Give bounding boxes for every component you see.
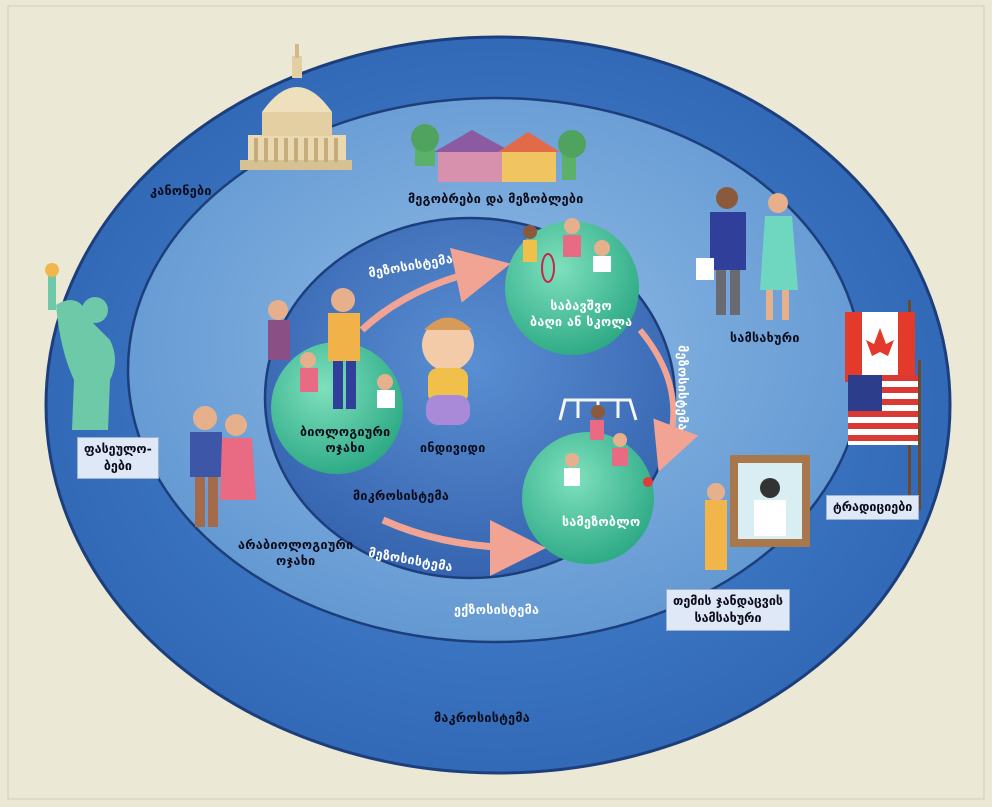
extended-family-line1: არაბიოლოგიური — [238, 537, 354, 552]
capitol-building-icon — [240, 44, 352, 170]
microsystem-label: მიკროსისტემა — [353, 488, 450, 503]
statue-of-liberty-icon — [45, 263, 115, 430]
family-label-line2: ოჯახი — [325, 439, 365, 455]
traditions-box: ტრადიციები — [826, 495, 920, 520]
social-services-line2: სამსახური — [694, 609, 762, 625]
extended-family-label: არაბიოლოგიური ოჯახი — [238, 537, 353, 568]
social-services-box: თემის ჯანდაცვის სამსახური — [666, 589, 790, 631]
work-label: სამსახური — [730, 330, 800, 345]
macrosystem-label: მაკროსისტემა — [434, 710, 531, 725]
values-line2: ბები — [103, 457, 132, 473]
baby-icon — [422, 317, 474, 425]
values-line1: ფასეულო- — [84, 441, 152, 456]
family-icon — [268, 288, 395, 409]
extended-family-line2: ოჯახი — [275, 552, 316, 568]
meso-arrow-bottom — [381, 516, 546, 576]
family-label-line1: ბიოლოგიური — [300, 424, 391, 439]
values-box: ფასეულო- ბები — [77, 437, 159, 479]
school-label: საბავშვო ბაღი ან სკოლა — [530, 298, 632, 329]
school-label-line1: საბავშვო — [550, 298, 612, 313]
neighborhood-label: სამეზობლო — [562, 514, 641, 529]
social-services-picture-icon — [705, 455, 810, 570]
school-kids-icon — [523, 218, 611, 283]
social-services-line1: თემის ჯანდაცვის — [673, 593, 783, 608]
individual-label: ინდივიდი — [420, 440, 486, 455]
meso-arrow-top — [359, 247, 511, 333]
family-label: ბიოლოგიური ოჯახი — [300, 424, 390, 455]
exosystem-label: ექზოსისტემა — [454, 602, 540, 617]
flags-icon — [845, 300, 921, 520]
friends-neighbors-label: მეგობრები და მეზობლები — [408, 191, 584, 206]
houses-icon — [411, 124, 586, 182]
neighborhood-node — [522, 432, 654, 564]
mesosystem-label-right: მეზოსისტემა — [675, 345, 691, 431]
neighborhood-kids-icon — [564, 405, 653, 487]
workers-icon — [696, 187, 798, 320]
school-label-line2: ბაღი ან სკოლა — [530, 313, 633, 329]
laws-label: კანონები — [150, 183, 212, 198]
grandparents-icon — [190, 406, 256, 527]
